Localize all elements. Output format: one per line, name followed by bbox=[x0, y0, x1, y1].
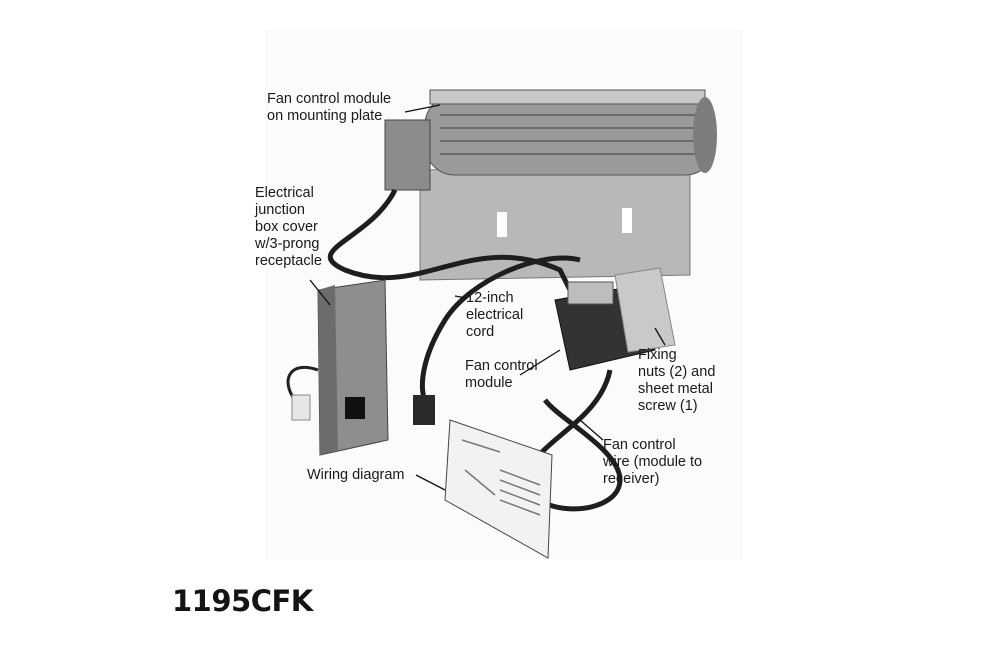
label-line: on mounting plate bbox=[267, 108, 383, 124]
label-fan-control-module-plate: Fan control module on mounting plate bbox=[267, 91, 391, 125]
receptacle bbox=[345, 397, 365, 419]
label-line: w/3-prong bbox=[255, 236, 320, 252]
wiring-diagram-sheet bbox=[444, 419, 553, 559]
label-line: junction bbox=[255, 202, 305, 218]
electrical-cord bbox=[419, 255, 581, 402]
fan-control-wire bbox=[526, 369, 623, 512]
label-electrical-cord: 12-inch electrical cord bbox=[466, 290, 523, 341]
plug bbox=[413, 395, 435, 425]
label-line: Fan control bbox=[465, 358, 538, 374]
label-line: receptacle bbox=[255, 253, 322, 269]
label-line: screw (1) bbox=[638, 398, 698, 414]
label-line: sheet metal bbox=[638, 381, 713, 397]
label-junction-box-cover: Electrical junction box cover w/3-prong … bbox=[255, 185, 322, 270]
label-line: wire (module to bbox=[603, 454, 703, 470]
label-fixing-nuts: Fixing nuts (2) and sheet metal screw (1… bbox=[638, 347, 715, 415]
label-line: Fan control module bbox=[267, 91, 392, 107]
module-connector bbox=[567, 281, 614, 305]
label-line: Electrical bbox=[255, 185, 314, 201]
label-line: nuts (2) and bbox=[638, 364, 716, 380]
plate-slot bbox=[497, 212, 507, 237]
fixing-bag bbox=[614, 267, 676, 353]
label-line: electrical bbox=[466, 307, 524, 323]
blower bbox=[384, 89, 717, 191]
label-line: Fixing bbox=[638, 347, 677, 363]
motor-cord bbox=[327, 188, 578, 302]
label-line: cord bbox=[466, 324, 495, 340]
fan-motor bbox=[384, 119, 431, 191]
label-line: Fan control bbox=[603, 437, 676, 453]
label-fan-control-module: Fan control module bbox=[465, 358, 538, 392]
label-fan-control-wire: Fan control wire (module to receiver) bbox=[603, 437, 702, 488]
plate-slot bbox=[622, 208, 632, 233]
model-number: 1195CFK bbox=[172, 584, 313, 618]
label-line: box cover bbox=[255, 219, 318, 235]
label-wiring-diagram: Wiring diagram bbox=[307, 467, 405, 483]
leader-lines bbox=[309, 104, 666, 491]
label-line: module bbox=[465, 375, 513, 391]
label-line: 12-inch bbox=[466, 290, 514, 306]
junction-box-cover bbox=[286, 279, 389, 456]
label-line: receiver) bbox=[603, 471, 660, 487]
